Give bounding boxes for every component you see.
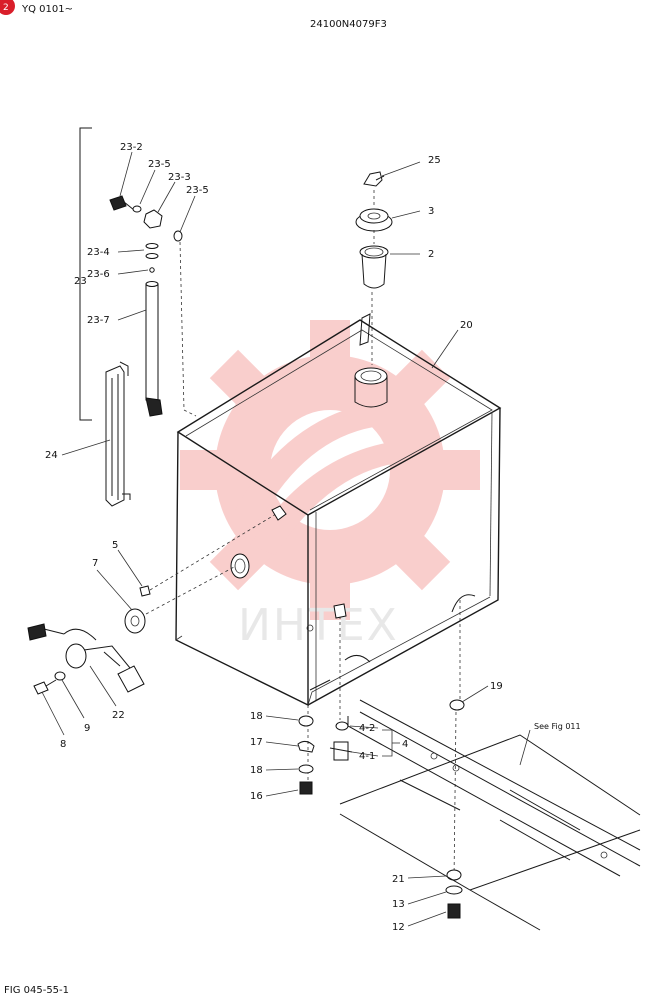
callout-13: 13 <box>392 899 405 910</box>
callout-4: 4 <box>402 739 408 750</box>
callout-23-3: 23-3 <box>168 172 191 183</box>
page-badge-label: 2 <box>3 3 9 13</box>
callout-17: 17 <box>250 737 263 748</box>
see-fig-reference: See Fig 011 <box>534 722 581 731</box>
page-badge <box>0 0 15 15</box>
level-gauge-assembly <box>79 127 197 507</box>
callout-4-1: 4-1 <box>359 751 375 762</box>
callout-24: 24 <box>45 450 58 461</box>
drain-parts <box>297 603 353 795</box>
callout-22: 22 <box>112 710 125 721</box>
callout-9: 9 <box>84 723 90 734</box>
callout-23: 23 <box>74 276 87 287</box>
header: 2 YQ 0101~ 24100N4079F3 <box>0 0 387 30</box>
callout-23-2: 23-2 <box>120 142 143 153</box>
callout-8: 8 <box>60 739 66 750</box>
callout-18-lower: 18 <box>250 765 263 776</box>
callout-labels: 23-2 23-5 23-3 23-5 23-4 23-6 23 23-7 24… <box>45 142 581 933</box>
callout-3: 3 <box>428 206 434 217</box>
callout-16: 16 <box>250 791 263 802</box>
drawing-number: 24100N4079F3 <box>310 19 387 30</box>
gear-logo-icon <box>180 320 480 620</box>
callout-19: 19 <box>490 681 503 692</box>
filler-neck <box>354 367 388 385</box>
callout-2: 2 <box>428 249 434 260</box>
filler-parts <box>355 171 393 365</box>
fuel-tank <box>175 313 502 707</box>
callout-12: 12 <box>392 922 405 933</box>
watermark-text: ИНТЕХ <box>238 600 399 651</box>
serial-range: YQ 0101~ <box>21 4 73 15</box>
callout-23-6: 23-6 <box>87 269 110 280</box>
figure-number: FIG 045-55-1 <box>4 985 69 996</box>
sender-parts <box>27 505 287 695</box>
callout-23-7: 23-7 <box>87 315 110 326</box>
callout-18-upper: 18 <box>250 711 263 722</box>
callout-7: 7 <box>92 558 98 569</box>
leader-lines <box>41 151 489 927</box>
callout-25: 25 <box>428 155 441 166</box>
callout-5: 5 <box>112 540 118 551</box>
callout-4-2: 4-2 <box>359 723 375 734</box>
callout-21: 21 <box>392 874 405 885</box>
callout-20: 20 <box>460 320 473 331</box>
watermark: ИНТЕХ <box>180 320 480 651</box>
callout-23-5-lower: 23-5 <box>186 185 209 196</box>
callout-23-5-upper: 23-5 <box>148 159 171 170</box>
mounting-parts <box>339 600 641 931</box>
callout-23-4: 23-4 <box>87 247 110 258</box>
